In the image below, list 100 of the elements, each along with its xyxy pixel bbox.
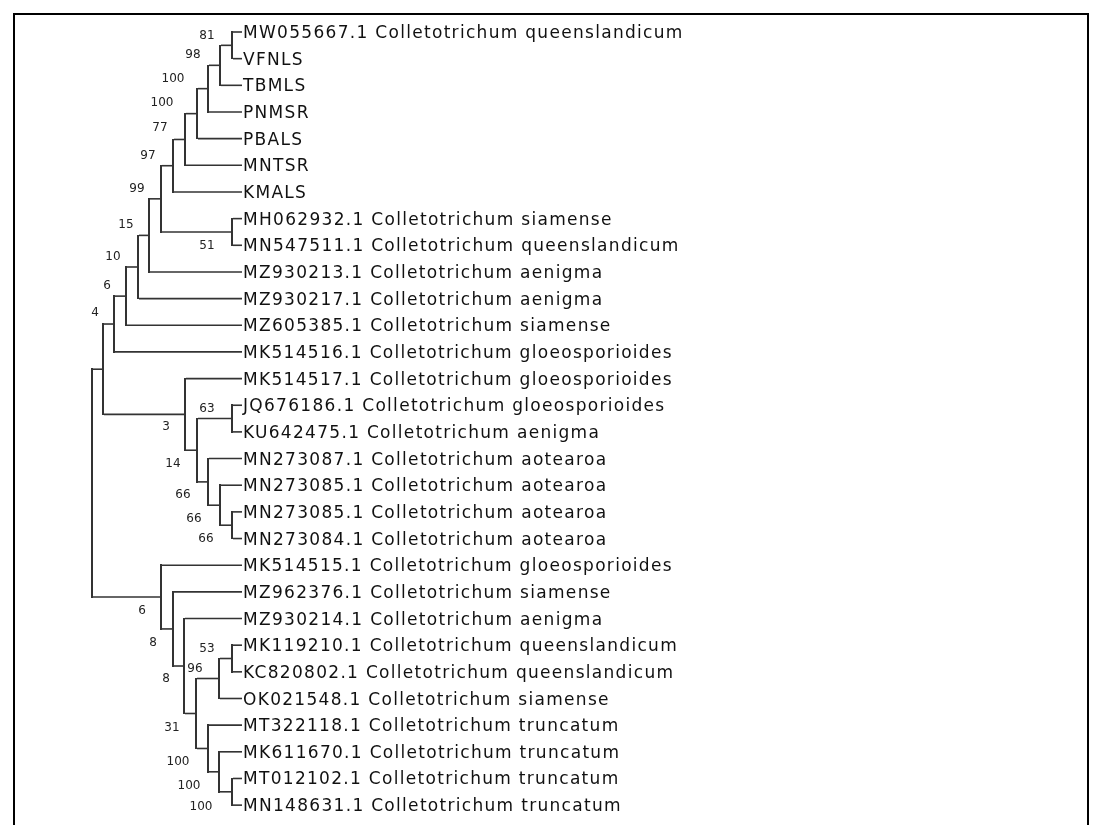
taxon-label: MNTSR	[243, 154, 310, 177]
branch-line	[232, 644, 243, 646]
clade-node-line	[219, 44, 221, 87]
branch-line	[232, 511, 243, 513]
branch-line	[232, 31, 243, 33]
branch-line	[92, 368, 104, 370]
bootstrap-value: 97	[140, 148, 156, 162]
clade-node-line	[231, 511, 233, 540]
branch-line	[208, 457, 243, 460]
branch-line	[103, 323, 115, 325]
taxon-label: OK021548.1 Colletotrichum siamense	[243, 687, 610, 710]
branch-line	[161, 628, 174, 630]
bootstrap-value: 66	[198, 531, 214, 545]
taxon-label: MN273085.1 Colletotrichum aotearoa	[243, 474, 608, 497]
clade-node-line	[219, 484, 221, 526]
bootstrap-value: 53	[199, 641, 215, 655]
branch-line	[232, 244, 243, 247]
branch-line	[161, 564, 243, 566]
taxon-label: JQ676186.1 Colletotrichum gloeosporioides	[243, 394, 666, 417]
taxon-label: VFNLS	[243, 47, 304, 70]
branch-line	[173, 591, 243, 593]
taxon-label: MZ930214.1 Colletotrichum aenigma	[243, 607, 604, 630]
bootstrap-value: 6	[103, 278, 111, 292]
bootstrap-value: 6	[138, 603, 146, 617]
branch-line	[185, 164, 243, 167]
branch-line	[161, 164, 174, 167]
taxon-label: MK119210.1 Colletotrichum queenslandicum	[243, 634, 679, 657]
branch-line	[114, 351, 243, 353]
bootstrap-value: 98	[185, 47, 201, 61]
branch-line	[197, 417, 233, 420]
branch-line	[220, 524, 233, 526]
bootstrap-value: 99	[129, 181, 145, 195]
branch-line	[126, 324, 243, 327]
clade-node-line	[160, 164, 162, 233]
clade-node-line	[218, 657, 220, 700]
branch-line	[219, 751, 243, 753]
branch-line	[173, 665, 185, 667]
bootstrap-value: 96	[187, 661, 203, 675]
branch-line	[114, 295, 127, 297]
taxon-label: PBALS	[243, 127, 304, 150]
branch-line	[232, 671, 243, 673]
clade-node-line	[172, 591, 174, 667]
taxon-label: MN273085.1 Colletotrichum aotearoa	[243, 500, 608, 523]
branch-line	[219, 791, 233, 793]
branch-line	[138, 297, 243, 300]
branch-line	[232, 804, 243, 806]
branch-line	[185, 377, 243, 380]
taxon-label: KMALS	[243, 180, 308, 203]
bootstrap-value: 8	[162, 671, 170, 685]
branch-line	[219, 697, 243, 700]
taxon-label: MZ605385.1 Colletotrichum siamense	[243, 314, 612, 337]
bootstrap-value: 100	[166, 754, 190, 768]
taxon-label: MK514516.1 Colletotrichum gloeosporioides	[243, 340, 673, 363]
taxon-label: MZ962376.1 Colletotrichum siamense	[243, 580, 612, 603]
bootstrap-value: 81	[199, 28, 215, 42]
clade-node-line	[231, 31, 233, 60]
branch-line	[149, 198, 162, 200]
bootstrap-value: 77	[152, 120, 168, 134]
clade-node-line	[102, 323, 104, 416]
clade-node-line	[137, 234, 139, 300]
clade-node-line	[160, 564, 162, 630]
bootstrap-value: 100	[150, 95, 174, 109]
clade-node-line	[183, 617, 185, 715]
taxon-label: MT012102.1 Colletotrichum truncatum	[243, 767, 620, 790]
branch-line	[208, 771, 220, 773]
bootstrap-value: 31	[164, 720, 180, 734]
taxon-label: TBMLS	[243, 74, 307, 97]
clade-node-line	[218, 751, 220, 793]
clade-node-line	[113, 295, 115, 353]
taxon-label: MZ930213.1 Colletotrichum aenigma	[243, 260, 604, 283]
taxon-label: MZ930217.1 Colletotrichum aenigma	[243, 287, 604, 310]
branch-line	[208, 724, 243, 726]
clade-node-line	[195, 677, 197, 750]
clade-node-line	[184, 377, 186, 451]
branch-line	[196, 677, 220, 680]
bootstrap-value: 10	[105, 249, 121, 263]
bootstrap-value: 15	[118, 217, 134, 231]
taxon-label: MT322118.1 Colletotrichum truncatum	[243, 714, 620, 737]
clade-node-line	[231, 404, 233, 433]
clade-node-line	[207, 724, 209, 773]
taxon-label: MH062932.1 Colletotrichum siamense	[243, 207, 613, 230]
taxon-label: MN547511.1 Colletotrichum queenslandicum	[243, 234, 680, 257]
branch-line	[185, 449, 198, 452]
branch-line	[126, 266, 139, 268]
taxon-label: MW055667.1 Colletotrichum queenslandicum	[243, 21, 684, 43]
taxon-label: MK514517.1 Colletotrichum gloeosporioides	[243, 367, 673, 390]
taxon-label: KU642475.1 Colletotrichum aenigma	[243, 420, 601, 443]
clade-node-line	[231, 644, 233, 673]
taxon-label: MN148631.1 Colletotrichum truncatum	[243, 794, 622, 817]
bootstrap-value: 100	[177, 778, 201, 792]
clade-node-line	[207, 457, 209, 506]
taxon-label: KC820802.1 Colletotrichum queenslandicum	[243, 660, 675, 683]
branch-line	[103, 413, 186, 416]
clade-node-line	[91, 368, 93, 598]
branch-line	[232, 431, 243, 433]
taxon-label: MN273087.1 Colletotrichum aotearoa	[243, 447, 608, 470]
bootstrap-value: 66	[186, 511, 202, 525]
branch-line	[208, 111, 243, 113]
bootstrap-value: 3	[162, 419, 170, 433]
branch-line	[92, 596, 162, 598]
